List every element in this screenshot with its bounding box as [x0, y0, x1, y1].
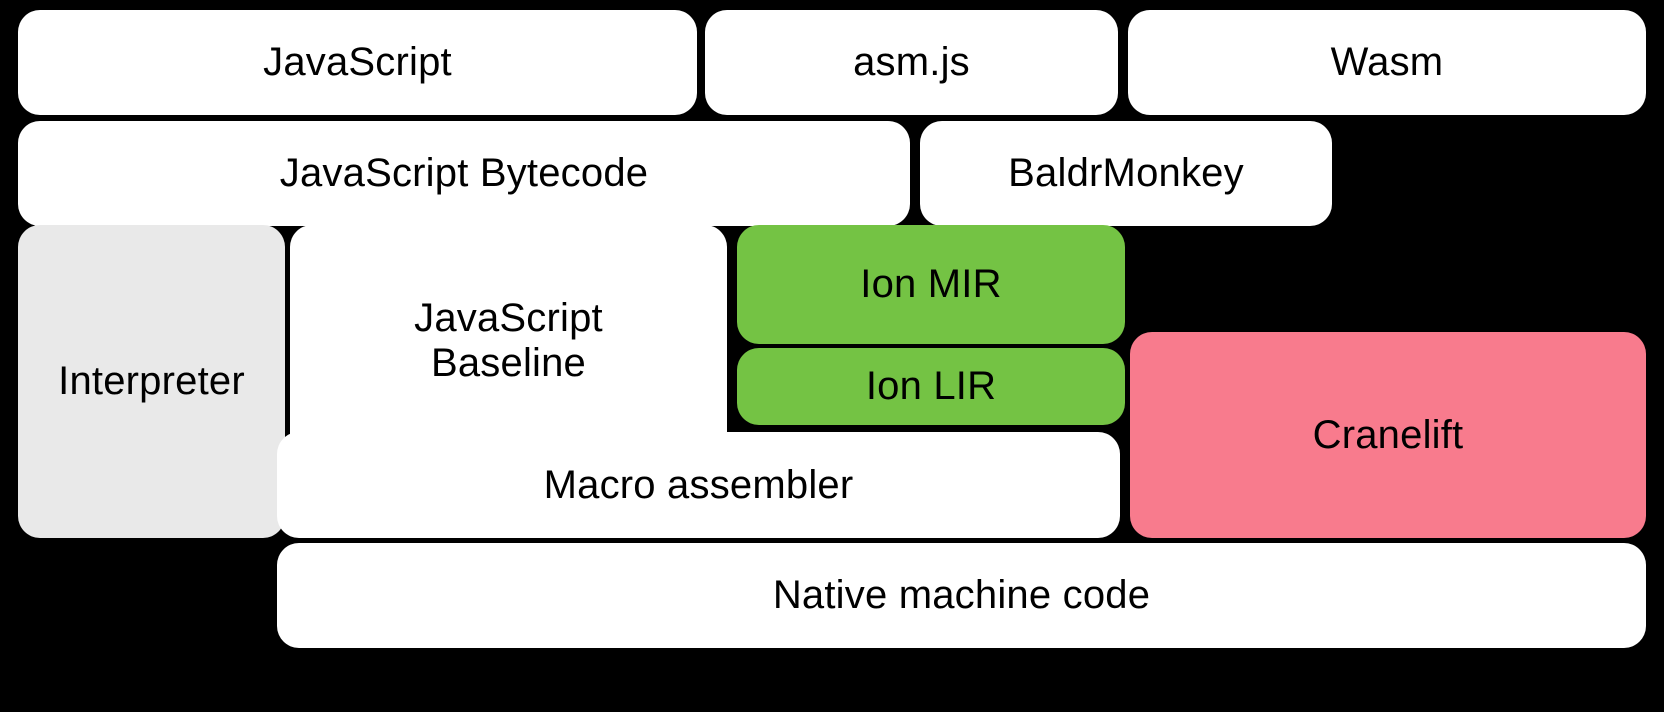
- node-javascript-baseline: JavaScript Baseline: [290, 225, 727, 457]
- node-wasm: Wasm: [1128, 10, 1646, 115]
- node-cranelift: Cranelift: [1130, 332, 1646, 538]
- node-interpreter: Interpreter: [18, 225, 285, 538]
- node-ion-lir: Ion LIR: [737, 348, 1125, 425]
- node-ion-mir: Ion MIR: [737, 225, 1125, 344]
- node-native-machine-code: Native machine code: [277, 543, 1646, 648]
- node-javascript: JavaScript: [18, 10, 697, 115]
- node-baldrmonkey: BaldrMonkey: [920, 121, 1332, 226]
- node-asmjs: asm.js: [705, 10, 1118, 115]
- node-macro-assembler: Macro assembler: [277, 432, 1120, 538]
- node-javascript-bytecode: JavaScript Bytecode: [18, 121, 910, 226]
